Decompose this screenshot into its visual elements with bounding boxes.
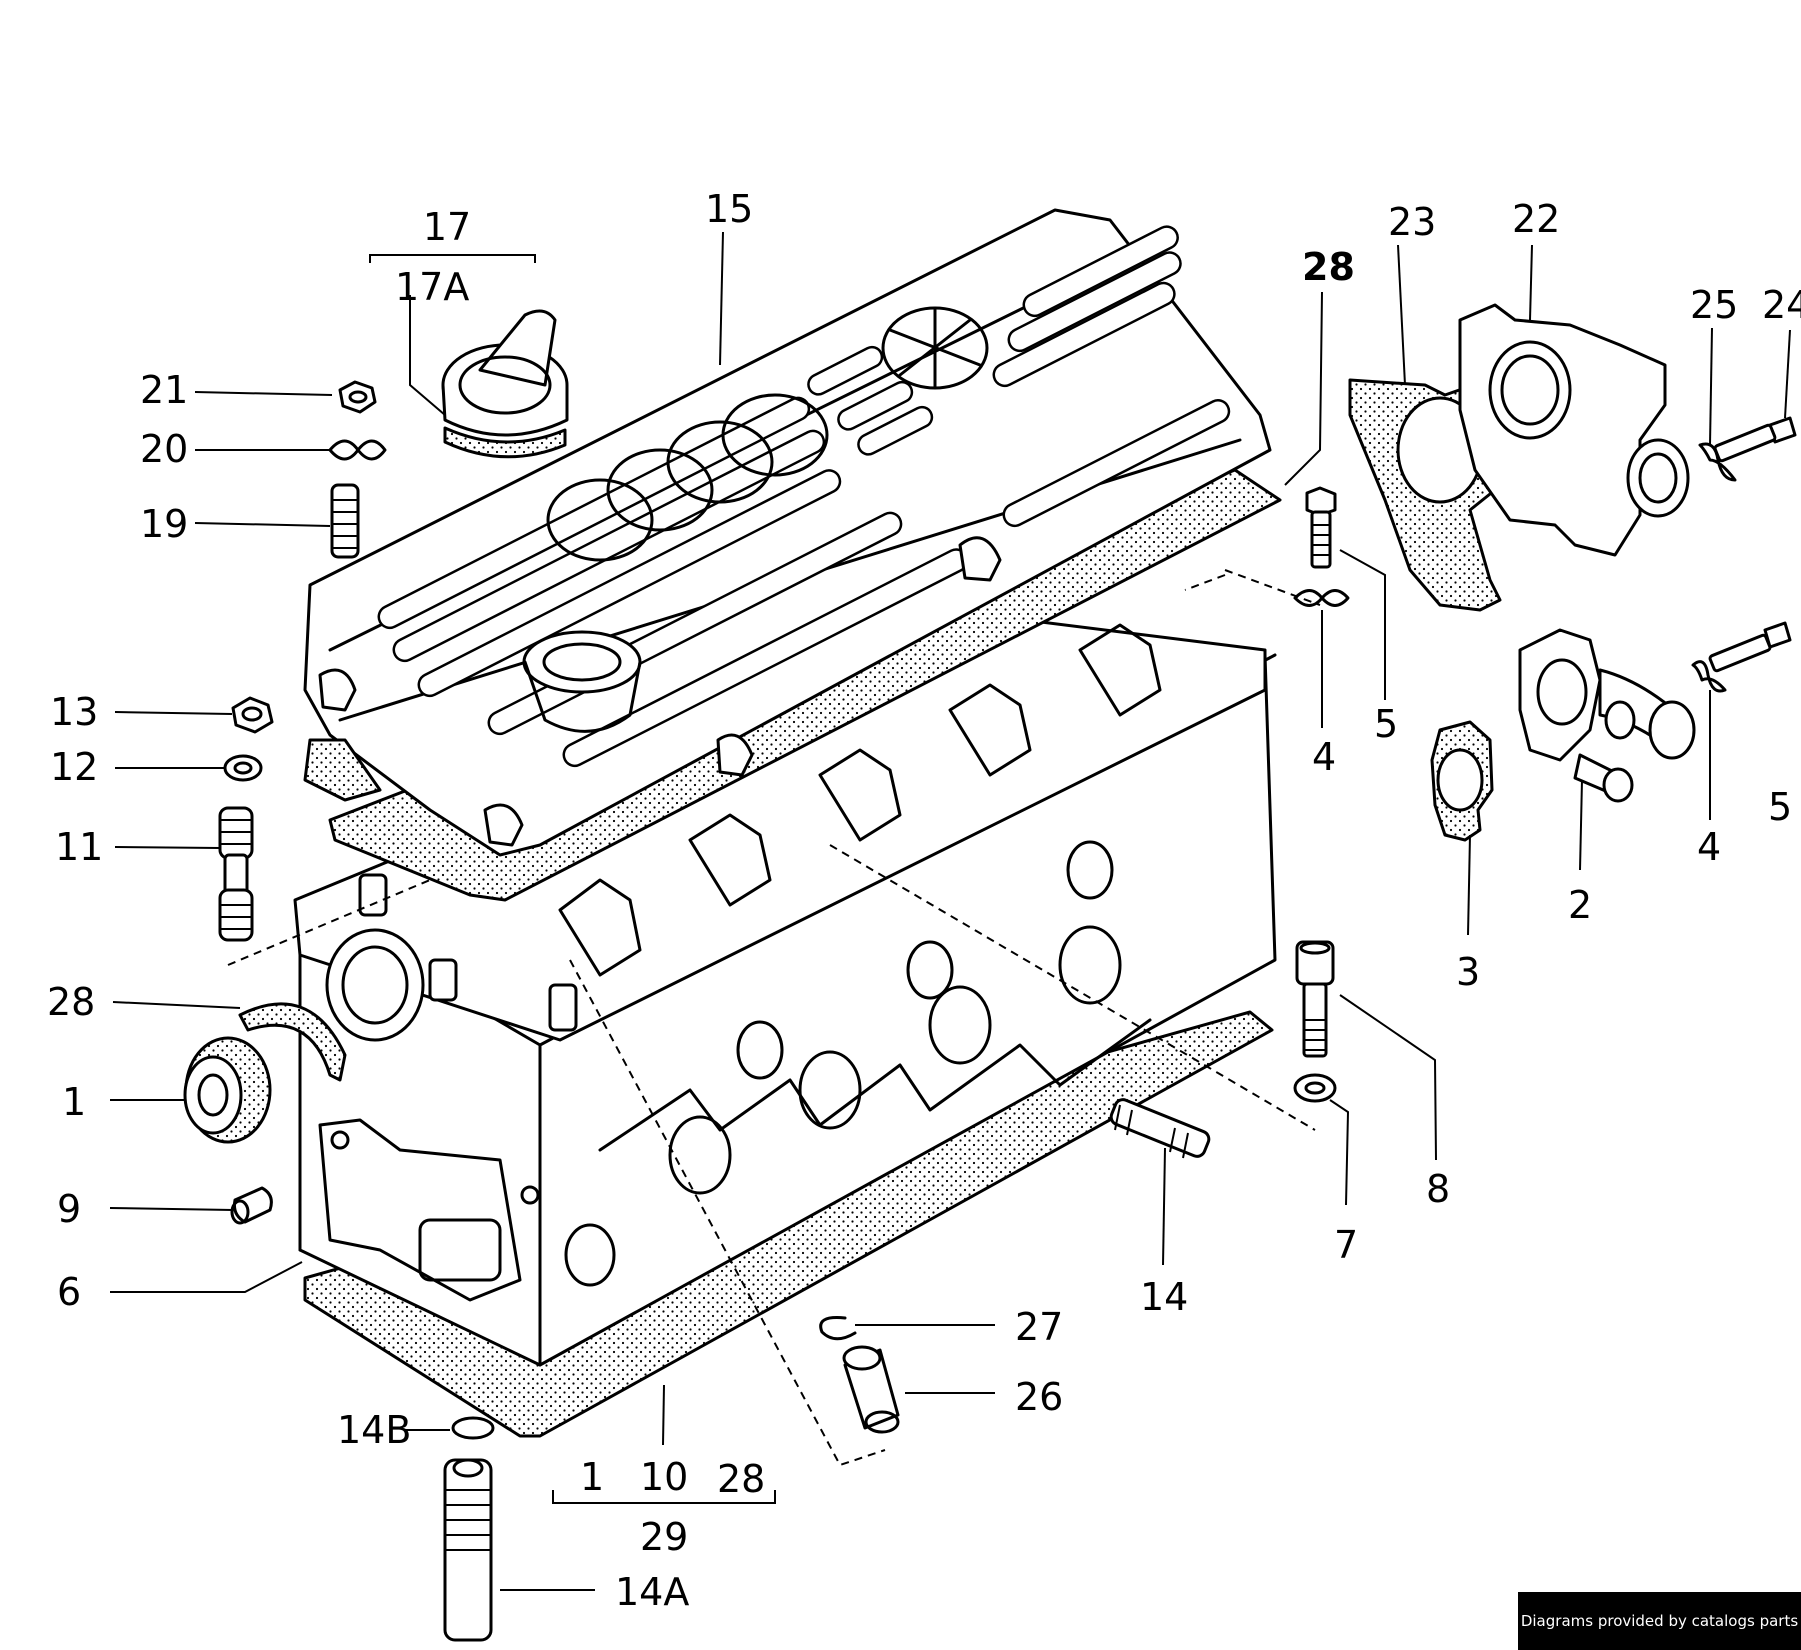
flange-22 <box>1458 303 1690 557</box>
label-28-top: 28 <box>1302 245 1355 289</box>
diagram-credit-banner: Diagrams provided by catalogs parts <box>1518 1592 1801 1650</box>
stud-19 <box>330 483 360 559</box>
valve-guide-14a <box>443 1458 493 1642</box>
valve-guide-26 <box>842 1345 900 1434</box>
oil-seal-1 <box>183 1036 272 1144</box>
label-3: 3 <box>1456 950 1480 994</box>
label-2: 2 <box>1568 883 1592 927</box>
gasket-3 <box>1430 720 1494 842</box>
label-8: 8 <box>1426 1167 1450 1211</box>
label-17: 17 <box>423 205 471 249</box>
label-15: 15 <box>705 187 753 231</box>
cylinder-head <box>293 613 1277 1367</box>
emblem-icon <box>881 306 989 390</box>
bolt-24 <box>1713 416 1797 463</box>
bolt-5-lower <box>1708 621 1792 673</box>
label-20: 20 <box>140 427 188 471</box>
bolt-5-upper <box>1305 486 1337 569</box>
washer-12 <box>223 754 263 782</box>
label-21: 21 <box>140 368 188 412</box>
label-22: 22 <box>1512 197 1560 241</box>
label-26: 26 <box>1015 1375 1063 1419</box>
washer-4-lower <box>1691 660 1727 693</box>
label-28-left: 28 <box>47 980 95 1024</box>
label-13: 13 <box>50 690 98 734</box>
ring-27 <box>819 1316 857 1341</box>
stud-11 <box>218 806 254 942</box>
label-23: 23 <box>1388 200 1436 244</box>
label-1: 1 <box>62 1080 86 1124</box>
port-flanges <box>564 840 1152 1287</box>
washer-7 <box>1293 1073 1337 1103</box>
callout-labels: 17 17A 15 28 23 22 25 24 21 20 19 5 4 13… <box>47 187 1801 1614</box>
label-14b: 14B <box>337 1408 411 1452</box>
washer-4-upper <box>1293 589 1350 607</box>
label-7: 7 <box>1334 1223 1358 1267</box>
label-19: 19 <box>140 502 188 546</box>
label-27: 27 <box>1015 1305 1063 1349</box>
alignment-lines <box>227 569 1321 1467</box>
label-4-lower: 4 <box>1697 825 1721 869</box>
credit-text: Diagrams provided by catalogs parts <box>1520 1612 1799 1630</box>
audi-rings-logo <box>546 393 829 562</box>
label-11: 11 <box>55 825 103 869</box>
nut-13 <box>231 696 274 734</box>
head-bolt-8 <box>1295 940 1335 1058</box>
ring-14b <box>451 1416 495 1440</box>
washer-20 <box>328 439 387 461</box>
label-10: 10 <box>640 1455 688 1499</box>
label-9: 9 <box>57 1187 81 1231</box>
leader-lines <box>109 231 1791 1591</box>
label-25: 25 <box>1690 283 1738 327</box>
label-24: 24 <box>1762 283 1801 327</box>
camshaft-bearings <box>558 623 1162 977</box>
coolant-flange-2 <box>1518 628 1696 803</box>
oil-filler-cap <box>441 309 569 459</box>
label-17a: 17A <box>395 265 469 309</box>
label-29: 29 <box>640 1515 688 1559</box>
dowel-9 <box>230 1186 273 1225</box>
label-group-28: 28 <box>717 1457 765 1501</box>
valve-cover-fins <box>377 225 1231 768</box>
seal-28-half-moon <box>238 1002 347 1082</box>
label-group-1: 1 <box>580 1455 604 1499</box>
label-14: 14 <box>1140 1275 1188 1319</box>
label-6: 6 <box>57 1270 81 1314</box>
label-5-upper: 5 <box>1374 702 1398 746</box>
label-4-upper: 4 <box>1312 735 1336 779</box>
stud-14 <box>1109 1098 1211 1159</box>
label-12: 12 <box>50 745 98 789</box>
valve-cover <box>303 208 1272 857</box>
label-5-lower: 5 <box>1768 785 1792 829</box>
nut-21 <box>338 380 377 414</box>
label-14a: 14A <box>615 1570 689 1614</box>
